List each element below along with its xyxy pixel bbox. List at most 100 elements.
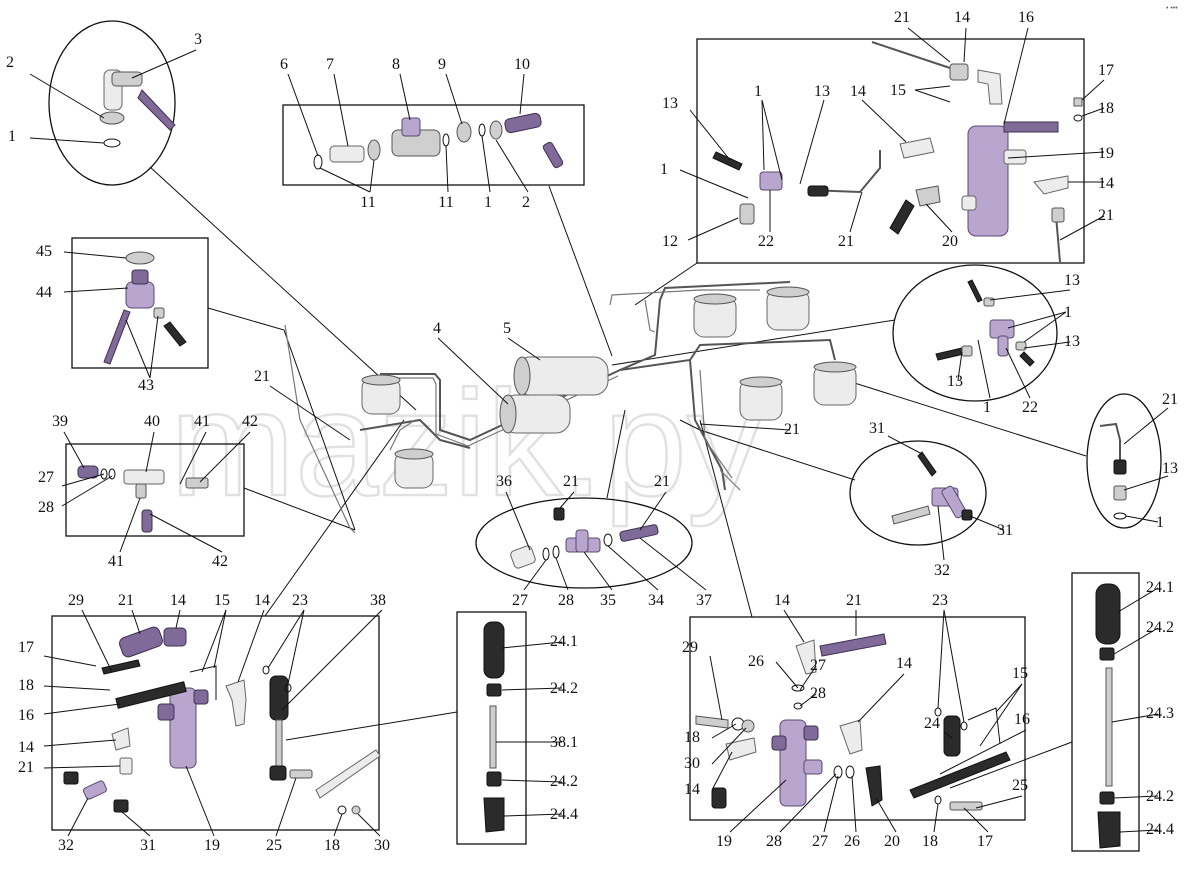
callout-number: 19 bbox=[716, 833, 732, 850]
detail-frames bbox=[48, 20, 1162, 852]
detail-box-valve-assembly bbox=[282, 104, 585, 186]
callout-number: 28 bbox=[810, 685, 826, 702]
callout-number: 2 bbox=[6, 54, 14, 71]
brake-chamber bbox=[739, 376, 783, 421]
callout-number: 14 bbox=[684, 781, 700, 798]
callout-number: 21 bbox=[784, 421, 800, 438]
part-fittings-top-left bbox=[99, 69, 176, 148]
callout-number: 11 bbox=[438, 194, 453, 211]
callout-number: 30 bbox=[374, 837, 390, 854]
callout-number: 17 bbox=[1098, 62, 1114, 79]
callout-number: 43 bbox=[138, 377, 154, 394]
callout-number: 25 bbox=[1012, 777, 1028, 794]
callout-number: 20 bbox=[884, 833, 900, 850]
callout-number: 27 bbox=[512, 592, 528, 609]
callout-number: 28 bbox=[38, 499, 54, 516]
detail-ellipse-center-35 bbox=[475, 497, 693, 589]
detail-box-rod-24 bbox=[1071, 572, 1140, 852]
callout-number: 24.1 bbox=[550, 633, 578, 650]
callout-number: 14 bbox=[896, 655, 912, 672]
callout-number: 5 bbox=[503, 320, 511, 337]
callout-number: 36 bbox=[496, 473, 512, 490]
callout-number: 14 bbox=[18, 739, 34, 756]
callout-number: 13 bbox=[814, 83, 830, 100]
callout-number: 7 bbox=[326, 56, 334, 73]
detail-box-rod-38 bbox=[456, 611, 527, 845]
brake-chamber bbox=[394, 448, 434, 489]
detail-box-left-45 bbox=[71, 237, 209, 369]
part-fittings-40 bbox=[77, 465, 209, 533]
callout-number: 21 bbox=[894, 9, 910, 26]
callout-number: 17 bbox=[977, 833, 993, 850]
callout-number: 21 bbox=[1162, 391, 1178, 408]
brake-chambers bbox=[361, 286, 857, 489]
callout-number: 23 bbox=[292, 592, 308, 609]
callout-number: 24.2 bbox=[550, 773, 578, 790]
part-rod-24 bbox=[1095, 583, 1121, 849]
callout-number: 18 bbox=[922, 833, 938, 850]
callout-number: 37 bbox=[696, 592, 712, 609]
callout-number: 27 bbox=[812, 833, 828, 850]
detail-box-bottom-left bbox=[51, 615, 380, 831]
callout-number: 42 bbox=[242, 413, 258, 430]
callout-number: 25 bbox=[266, 837, 282, 854]
callout-number: 2 bbox=[522, 194, 530, 211]
callout-number: 1 bbox=[983, 399, 991, 416]
callout-number: 18 bbox=[1098, 100, 1114, 117]
callout-number: 9 bbox=[438, 56, 446, 73]
callout-number: 26 bbox=[748, 653, 764, 670]
callout-number: 24.4 bbox=[1146, 821, 1174, 838]
callout-number: 29 bbox=[682, 639, 698, 656]
callout-number: 21 bbox=[18, 759, 34, 776]
callout-number: 1 bbox=[660, 161, 668, 178]
callout-number: 17 bbox=[18, 639, 34, 656]
part-tee-35 bbox=[510, 507, 659, 569]
callout-number: 19 bbox=[204, 837, 220, 854]
callout-number: 32 bbox=[934, 562, 950, 579]
callout-number: 21 bbox=[1098, 207, 1114, 224]
callout-number: 31 bbox=[140, 837, 156, 854]
callout-leaders bbox=[29, 27, 1169, 837]
callout-number: 13 bbox=[1064, 272, 1080, 289]
callout-number: 35 bbox=[600, 592, 616, 609]
callout-number: 1 bbox=[754, 83, 762, 100]
callout-number: 24 bbox=[924, 715, 940, 732]
callout-number: 1 bbox=[484, 194, 492, 211]
callout-number: 13 bbox=[1064, 333, 1080, 350]
callout-number: 24.1 bbox=[1146, 579, 1174, 596]
callout-number: 24.2 bbox=[550, 680, 578, 697]
callout-number: 24.3 bbox=[1146, 705, 1174, 722]
callout-number: 15 bbox=[1012, 665, 1028, 682]
callout-number: 1 bbox=[8, 128, 16, 145]
detail-box-top-right bbox=[696, 38, 1085, 264]
callout-number: 14 bbox=[254, 592, 270, 609]
brake-chamber bbox=[766, 286, 810, 331]
part-tee-22 bbox=[935, 279, 1035, 367]
detail-box-bottom-right bbox=[689, 616, 1026, 821]
callout-number: 1 bbox=[1156, 514, 1164, 531]
callout-number: 40 bbox=[144, 413, 160, 430]
watermark: mazik.py bbox=[170, 359, 762, 527]
callout-number: 21 bbox=[254, 368, 270, 385]
callout-number: 13 bbox=[1162, 460, 1178, 477]
part-fitting-far-right bbox=[1099, 422, 1127, 520]
callout-number: 20 bbox=[942, 233, 958, 250]
callout-number: 42 bbox=[212, 553, 228, 570]
callout-number: 21 bbox=[846, 592, 862, 609]
callout-number: 11 bbox=[360, 194, 375, 211]
callout-number: 13 bbox=[662, 95, 678, 112]
callout-number: 16 bbox=[1014, 711, 1030, 728]
part-regulator-19-bottom-right bbox=[695, 633, 1011, 811]
callout-number: 24.2 bbox=[1146, 619, 1174, 636]
callout-number: 16 bbox=[18, 707, 34, 724]
callout-number: 12 bbox=[662, 233, 678, 250]
callout-number: 24.2 bbox=[1146, 788, 1174, 805]
part-valve-assembly-8 bbox=[313, 112, 564, 170]
callout-number: 26 bbox=[844, 833, 860, 850]
brake-chamber bbox=[693, 293, 737, 338]
callout-number: 14 bbox=[954, 9, 970, 26]
corner-mark: • ••• bbox=[1166, 5, 1178, 12]
callout-number: 10 bbox=[514, 56, 530, 73]
callout-number: 34 bbox=[648, 592, 664, 609]
callout-number: 18 bbox=[684, 729, 700, 746]
